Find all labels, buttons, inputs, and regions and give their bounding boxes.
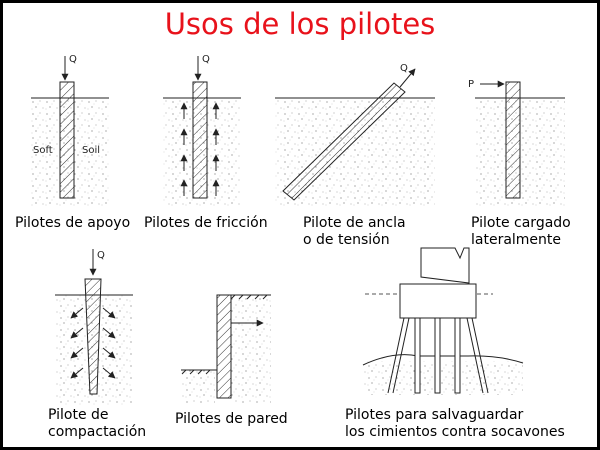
- soil-label-right: Soil: [82, 145, 100, 156]
- retained-soil: [231, 295, 271, 403]
- friction-pile-figure: Q: [163, 54, 241, 208]
- compaction-arrow: [70, 307, 84, 319]
- compaction-arrows: [70, 307, 116, 379]
- pile-cap: [399, 283, 477, 319]
- soil-area: [363, 361, 523, 395]
- pile-diagram: Q Soft Soil Q: [31, 54, 565, 405]
- page-title: Usos de los pilotes: [164, 7, 436, 41]
- load-symbol: Q: [69, 54, 77, 65]
- compaction-arrow: [102, 327, 116, 339]
- compaction-arrow: [102, 367, 116, 379]
- compaction-arrow: [102, 347, 116, 359]
- pile: [414, 317, 421, 394]
- pile: [505, 81, 521, 199]
- scour-pile-figure: [362, 247, 524, 395]
- pile: [392, 317, 410, 394]
- label-scour-pile-1: Pilotes para salvaguardar: [345, 407, 524, 423]
- wall-pile-figure: [181, 294, 271, 403]
- anchor-pile-figure: Q: [275, 63, 435, 208]
- tension-arrow: [399, 68, 416, 88]
- excavation-hatch: [181, 369, 211, 375]
- pile: [84, 278, 102, 395]
- diagram-canvas: Usos de los pilotes Q: [3, 3, 597, 447]
- friction-arrows: [180, 102, 220, 196]
- ground-hatch: [230, 294, 268, 300]
- label-friction-pile: Pilotes de fricción: [144, 215, 268, 231]
- compaction-arrow: [70, 367, 84, 379]
- batter-piles: [387, 317, 489, 394]
- lateral-pile-figure: P: [468, 79, 565, 208]
- compaction-arrow: [70, 327, 84, 339]
- label-lateral-pile-1: Pilote cargado: [471, 215, 571, 231]
- vertical-piles: [414, 317, 461, 394]
- label-lateral-pile-2: lateralmente: [471, 232, 562, 248]
- bearing-pile-figure: Q Soft Soil: [31, 54, 109, 208]
- compaction-arrow: [70, 347, 84, 359]
- pile: [192, 81, 208, 199]
- pile: [282, 82, 406, 201]
- building-wall: [420, 247, 470, 284]
- load-symbol: Q: [202, 54, 210, 65]
- label-compaction-pile-1: Pilote de: [48, 407, 109, 423]
- label-wall-pile: Pilotes de pared: [175, 411, 288, 427]
- pile: [387, 317, 405, 394]
- pile: [434, 317, 441, 394]
- sheet-pile: [216, 294, 232, 399]
- label-bearing-pile: Pilotes de apoyo: [15, 215, 131, 231]
- pile: [471, 317, 489, 394]
- label-compaction-pile-2: compactación: [48, 424, 147, 440]
- pile: [59, 81, 75, 199]
- soil-label-left: Soft: [33, 145, 53, 156]
- scour-profile: [362, 354, 524, 366]
- label-scour-pile-2: los cimientos contra socavones: [345, 424, 565, 440]
- load-symbol: Q: [400, 63, 408, 74]
- pile: [454, 317, 461, 394]
- label-anchor-pile-1: Pilote de ancla: [303, 215, 406, 231]
- compaction-pile-figure: Q: [55, 249, 133, 405]
- excavation-soil: [181, 370, 215, 403]
- load-symbol: Q: [97, 250, 105, 261]
- label-anchor-pile-2: o de tensión: [303, 232, 390, 248]
- load-symbol: P: [468, 79, 474, 90]
- pile: [466, 317, 484, 394]
- compaction-arrow: [102, 307, 116, 319]
